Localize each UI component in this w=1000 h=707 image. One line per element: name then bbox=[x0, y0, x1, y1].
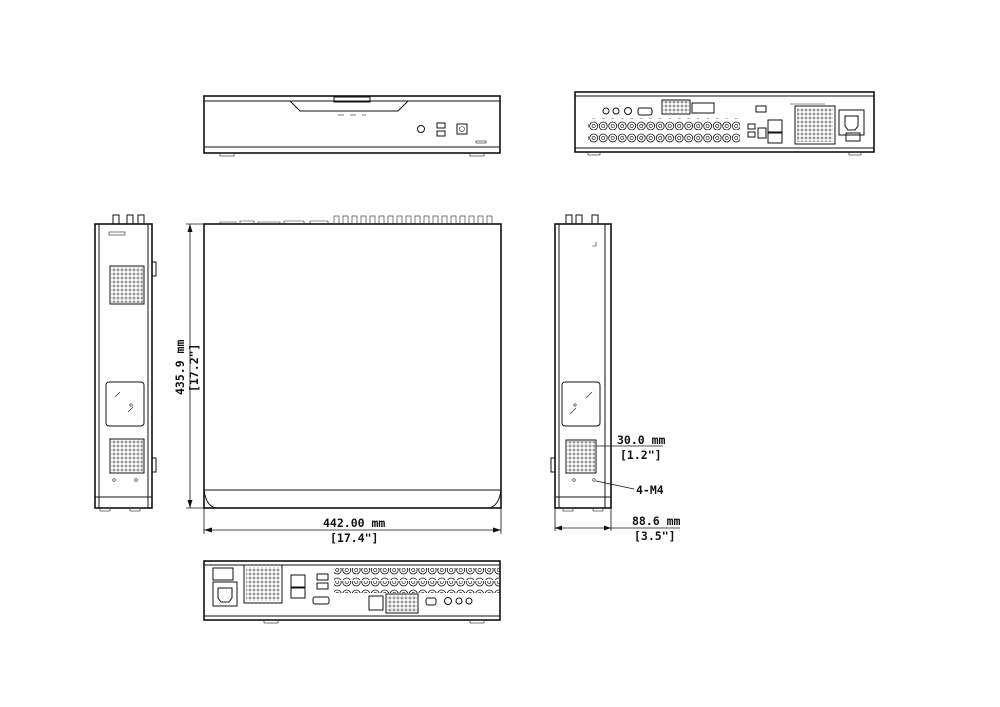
left-side-view bbox=[94, 214, 157, 512]
foot-mm-label: 30.0 mm bbox=[617, 433, 666, 447]
dimension-height: 88.6 mm [3.5"] bbox=[554, 508, 681, 543]
top-view bbox=[203, 215, 502, 509]
dimension-width: 442.00 mm [17.4"] bbox=[203, 508, 502, 545]
rear-view-bottom bbox=[203, 560, 501, 624]
height-in-label: [3.5"] bbox=[634, 529, 676, 543]
rear-view bbox=[574, 91, 875, 156]
dimension-foot: 30.0 mm [1.2"] bbox=[595, 433, 666, 462]
front-view bbox=[203, 95, 501, 157]
depth-mm-label: 435.9 mm bbox=[173, 340, 187, 395]
width-mm-label: 442.00 mm bbox=[323, 516, 385, 530]
rear-connectors-top bbox=[333, 215, 493, 225]
dimension-depth: 435.9 mm [17.2"] bbox=[173, 223, 204, 509]
height-mm-label: 88.6 mm bbox=[632, 514, 681, 528]
width-in-label: [17.4"] bbox=[330, 531, 378, 545]
screw-note-label: 4-M4 bbox=[636, 483, 664, 497]
right-side-view bbox=[550, 214, 612, 512]
screw-callout: 4-M4 bbox=[595, 480, 664, 497]
foot-in-label: [1.2"] bbox=[620, 448, 662, 462]
depth-in-label: [17.2"] bbox=[187, 344, 201, 392]
